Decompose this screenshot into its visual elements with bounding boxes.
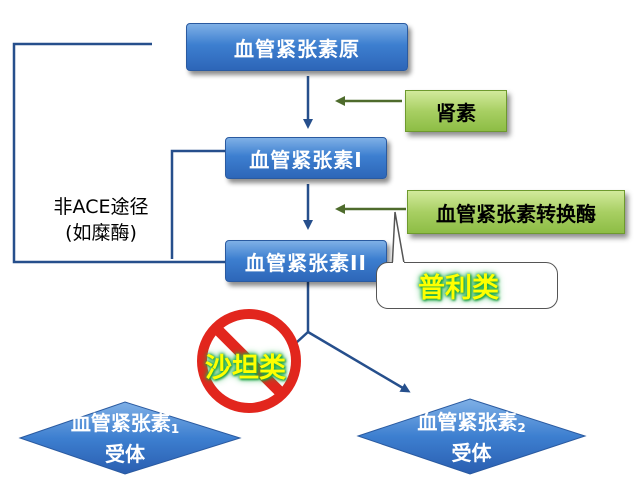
node-angiotensin-1: 血管紧张素I — [225, 137, 387, 179]
pril-callout — [376, 262, 558, 309]
at2-receptor-diamond — [356, 398, 587, 475]
node-angiotensin-2: 血管紧张素II — [225, 240, 387, 282]
prohibition-sign-icon — [197, 309, 301, 413]
non-ace-label-line1: 非ACE途径 — [53, 196, 149, 218]
non-ace-outer-bracket — [12, 42, 225, 264]
node-angiotensinogen: 血管紧张素原 — [186, 23, 408, 71]
arrow-ang2-to-at2 — [307, 330, 411, 393]
at2-receptor-label: 血管紧张素2 受体 — [417, 410, 526, 465]
non-ace-label-line2: (如糜酶) — [65, 222, 137, 244]
enzyme-renin: 肾素 — [405, 90, 507, 132]
non-ace-inner-bracket — [170, 149, 225, 259]
enzyme-ace: 血管紧张素转换酶 — [407, 190, 625, 234]
at1-receptor-diamond — [18, 401, 242, 475]
sartan-drug-label: 沙坦类 — [205, 353, 286, 384]
pril-drug-label: 普利类 — [418, 273, 499, 304]
at1-receptor-label: 血管紧张素1 受体 — [70, 411, 180, 466]
non-ace-pathway-label: 非ACE途径 (如糜酶) — [36, 194, 166, 246]
